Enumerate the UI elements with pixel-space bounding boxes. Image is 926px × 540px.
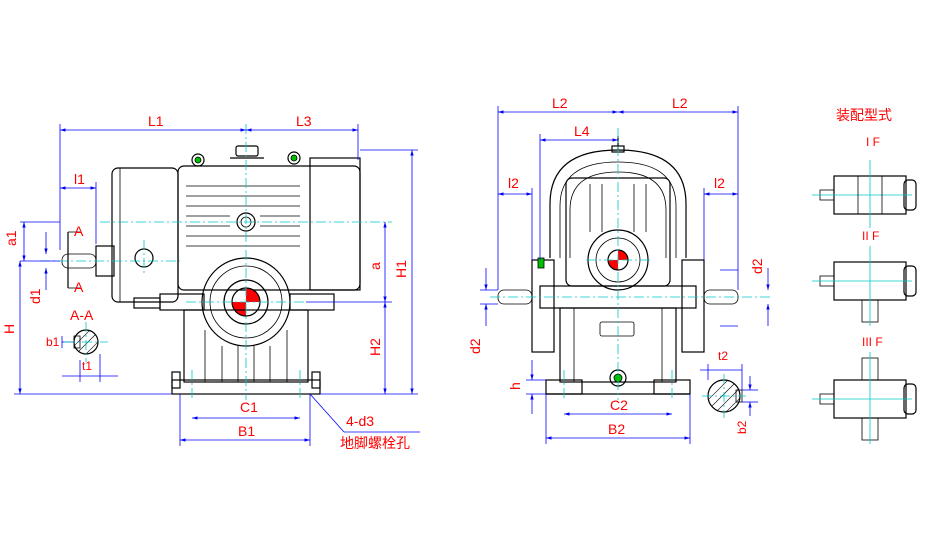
label-L2-left: L2	[552, 95, 568, 111]
label-B1: B1	[238, 423, 255, 439]
label-b2: b2	[735, 420, 749, 434]
label-B2: B2	[608, 421, 625, 437]
section-t2-b2	[700, 364, 758, 418]
front-view	[40, 124, 392, 400]
side-dimensions	[480, 106, 770, 444]
label-4-d3: 4-d3	[346, 413, 374, 429]
front-dimensions	[14, 124, 420, 446]
assembly-label-IIF: II F	[862, 229, 879, 243]
label-t1: t1	[82, 359, 92, 373]
label-A-bottom: A	[74, 279, 84, 295]
label-l1: l1	[74, 171, 85, 187]
label-d2-right: d2	[749, 258, 765, 274]
label-L3: L3	[296, 113, 312, 129]
lower-box-ribs	[204, 330, 288, 382]
label-C2: C2	[610, 397, 628, 413]
housing-fins	[186, 185, 300, 247]
side-view	[490, 128, 770, 400]
label-L4: L4	[574, 123, 590, 139]
label-C1: C1	[240, 399, 258, 415]
label-d1: d1	[27, 288, 43, 304]
assembly-type-IF	[812, 160, 917, 228]
label-b1: b1	[46, 335, 60, 349]
label-t2: t2	[718, 349, 728, 363]
label-h: h	[507, 382, 523, 390]
label-l2-left: l2	[508, 175, 519, 191]
assembly-type-IIF	[812, 246, 917, 326]
label-l2-right: l2	[714, 175, 725, 191]
assembly-type-IIIF	[812, 352, 917, 444]
label-H1: H1	[393, 260, 409, 278]
labels: L1 L3 l1 A A a1 d1 H a H2 H1 A-A b1 t1 C…	[1, 95, 892, 452]
label-H: H	[1, 324, 17, 334]
label-A-top: A	[74, 223, 84, 239]
label-A-A: A-A	[70, 307, 94, 323]
section-A-A	[61, 322, 118, 382]
assembly-label-IIIF: III F	[862, 335, 883, 349]
label-a1: a1	[3, 230, 19, 246]
assembly-label-IF: I F	[866, 135, 880, 149]
label-L1: L1	[148, 113, 164, 129]
label-a: a	[367, 262, 383, 270]
side-housing-fins	[589, 184, 647, 232]
note-anchor-bolt-hole: 地脚螺栓孔	[340, 436, 410, 452]
label-L2-right: L2	[672, 95, 688, 111]
note-assembly-type: 装配型式	[836, 108, 892, 124]
label-H2: H2	[367, 338, 383, 356]
label-d2-left: d2	[467, 338, 483, 354]
